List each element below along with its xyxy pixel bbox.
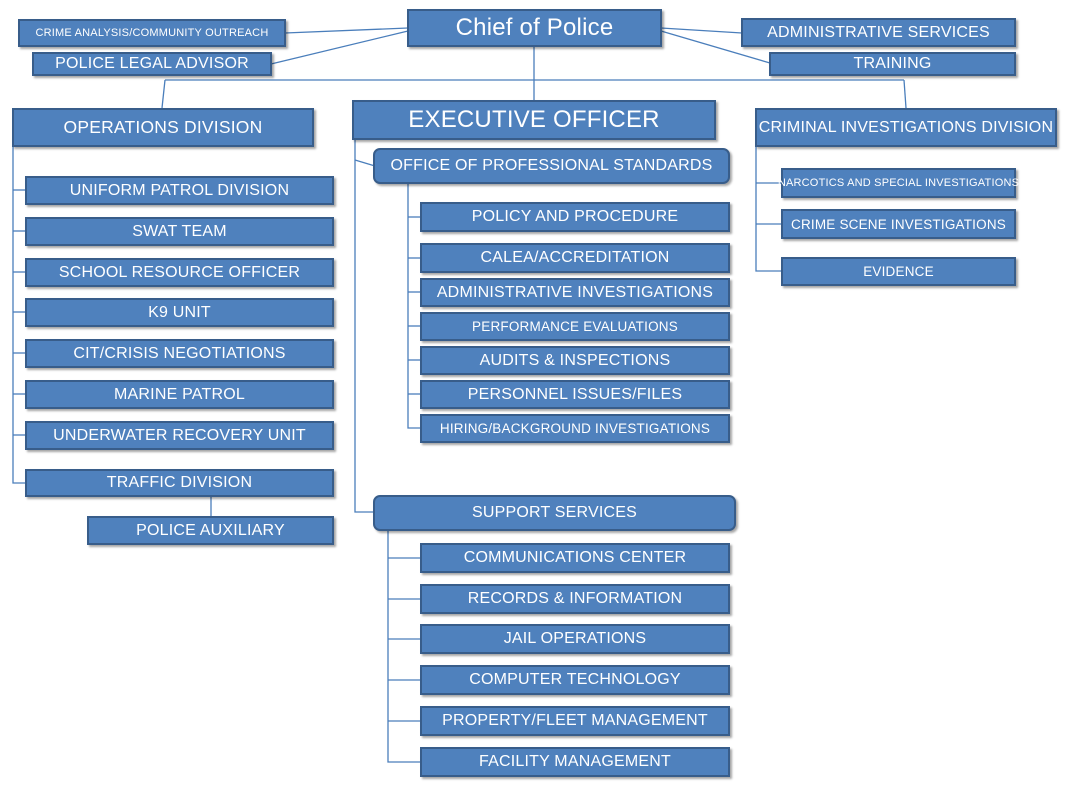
- legal-advisor-box: POLICE LEGAL ADVISOR: [32, 52, 272, 76]
- operations-unit-box: UNIFORM PATROL DIVISION: [25, 176, 334, 205]
- support-unit-box: RECORDS & INFORMATION: [420, 584, 730, 614]
- crime-analysis-box: CRIME ANALYSIS/COMMUNITY OUTREACH: [18, 19, 286, 47]
- operations-unit-box: SCHOOL RESOURCE OFFICER: [25, 258, 334, 287]
- operations-division-box: OPERATIONS DIVISION: [12, 108, 314, 147]
- standards-unit-box: PERSONNEL ISSUES/FILES: [420, 380, 730, 409]
- standards-unit-box: CALEA/ACCREDITATION: [420, 243, 730, 273]
- traffic-division-box: TRAFFIC DIVISION: [25, 469, 334, 497]
- standards-unit-box: HIRING/BACKGROUND INVESTIGATIONS: [420, 414, 730, 443]
- support-unit-box: COMMUNICATIONS CENTER: [420, 543, 730, 573]
- standards-unit-box: AUDITS & INSPECTIONS: [420, 346, 730, 375]
- training-box: TRAINING: [769, 52, 1016, 76]
- police-auxiliary-box: POLICE AUXILIARY: [87, 516, 334, 545]
- professional-standards-box: OFFICE OF PROFESSIONAL STANDARDS: [373, 148, 730, 184]
- investigations-unit-box: EVIDENCE: [781, 257, 1016, 286]
- investigations-unit-box: NARCOTICS AND SPECIAL INVESTIGATIONS: [778, 168, 1019, 198]
- support-unit-box: FACILITY MANAGEMENT: [420, 747, 730, 777]
- investigations-unit-box: CRIME SCENE INVESTIGATIONS: [781, 209, 1016, 239]
- operations-unit-box: UNDERWATER RECOVERY UNIT: [25, 421, 334, 450]
- operations-unit-box: K9 UNIT: [25, 298, 334, 327]
- executive-officer-box: EXECUTIVE OFFICER: [352, 100, 716, 140]
- administrative-services-box: ADMINISTRATIVE SERVICES: [741, 18, 1016, 47]
- standards-unit-box: ADMINISTRATIVE INVESTIGATIONS: [420, 278, 730, 307]
- standards-unit-box: POLICY AND PROCEDURE: [420, 202, 730, 232]
- operations-unit-box: SWAT TEAM: [25, 217, 334, 246]
- support-unit-box: COMPUTER TECHNOLOGY: [420, 665, 730, 695]
- criminal-investigations-division-box: CRIMINAL INVESTIGATIONS DIVISION: [755, 108, 1057, 147]
- support-unit-box: PROPERTY/FLEET MANAGEMENT: [420, 706, 730, 736]
- operations-unit-box: MARINE PATROL: [25, 380, 334, 409]
- standards-unit-box: PERFORMANCE EVALUATIONS: [420, 312, 730, 341]
- support-unit-box: JAIL OPERATIONS: [420, 624, 730, 654]
- operations-unit-box: CIT/CRISIS NEGOTIATIONS: [25, 339, 334, 368]
- chief-of-police-box: Chief of Police: [407, 9, 662, 47]
- support-services-box: SUPPORT SERVICES: [373, 495, 736, 531]
